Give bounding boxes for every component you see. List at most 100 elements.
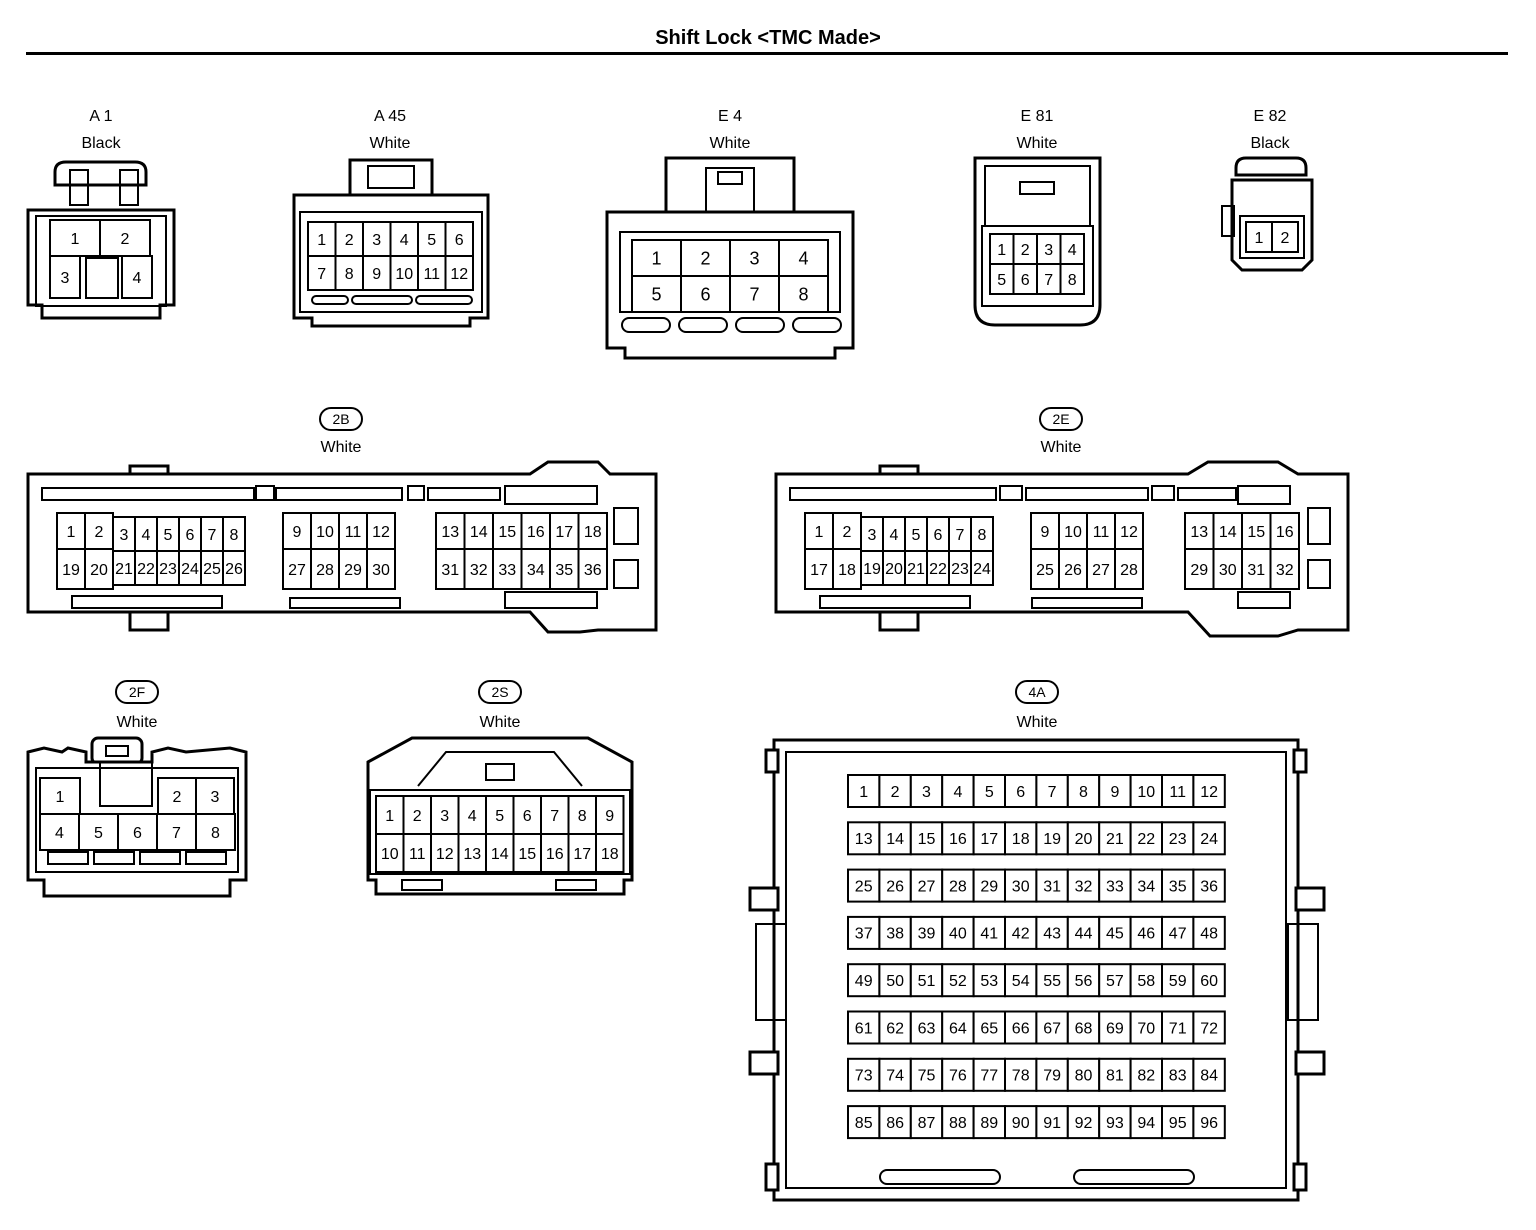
pin-cell: 18 (1004, 821, 1038, 856)
pin-cell: 41 (972, 915, 1006, 950)
rib (427, 487, 501, 501)
pin-number: 7 (550, 808, 559, 825)
pin-cell: 3 (860, 516, 884, 552)
pin-box (463, 548, 494, 590)
pin-box (1098, 1010, 1132, 1045)
pin-number: 1 (651, 248, 661, 268)
pin-number: 56 (1075, 973, 1093, 990)
pin-cell: 29 (972, 868, 1006, 903)
pin-cell: 19 (860, 550, 884, 586)
pin-number: 11 (345, 524, 362, 541)
pin-cell: 1 (1245, 221, 1273, 253)
pin-number: 62 (886, 1020, 904, 1037)
pin-box (375, 795, 405, 835)
pin-number: 6 (934, 527, 943, 544)
pin-cell: 95 (1161, 1105, 1195, 1140)
pin-number: 11 (409, 846, 426, 863)
pin-number: 31 (441, 562, 459, 579)
pin-box (847, 1057, 881, 1092)
pin-number: 92 (1075, 1115, 1093, 1132)
pin-number: 1 (815, 524, 824, 541)
pin-cell: 39 (909, 915, 944, 950)
pin-number: 26 (1064, 562, 1082, 579)
pin-cell: 66 (1004, 1010, 1038, 1045)
pin-number: 18 (584, 524, 602, 541)
latch (119, 169, 139, 206)
pin-cell: 82 (1129, 1057, 1163, 1092)
pin-cell: 56 (1066, 963, 1101, 998)
pin-box (1271, 221, 1299, 253)
pin-cell: 16 (540, 833, 570, 873)
pin-cell: 5 (417, 221, 447, 257)
pin-number: 18 (1012, 831, 1030, 848)
connector-color: White (1041, 439, 1082, 456)
pin-cell: 36 (577, 548, 608, 590)
pin-number: 1 (997, 242, 1006, 259)
pin-number: 26 (886, 878, 904, 895)
pin-number: 17 (573, 846, 591, 863)
pin-number: 6 (455, 232, 464, 249)
pin-cell: 55 (1035, 963, 1069, 998)
pin-number: 6 (133, 825, 142, 842)
pin-box (577, 512, 608, 550)
pin-number: 11 (1093, 524, 1110, 541)
pin-cell: 1 (847, 774, 881, 808)
inner-frame (35, 767, 239, 873)
connector-color: White (1017, 714, 1058, 731)
pin-cell: 63 (909, 1010, 944, 1045)
pin-box (1161, 1105, 1195, 1140)
pin-box (49, 255, 81, 299)
pin-box (1066, 963, 1101, 998)
connector-code: 2B (332, 411, 349, 427)
pin-box (1035, 1057, 1069, 1092)
rib (185, 851, 227, 865)
pin-number: 28 (316, 562, 334, 579)
pin-box (195, 777, 235, 815)
pin-box (117, 813, 158, 851)
pin-number: 86 (886, 1115, 904, 1132)
side-tab (1294, 1050, 1326, 1076)
pin-cell: 6 (444, 221, 474, 257)
pin-cell: 17 (567, 833, 597, 873)
pin-cell: 52 (941, 963, 975, 998)
pin-number: 64 (949, 1020, 967, 1037)
pin-box (909, 963, 944, 998)
pin-number: 23 (951, 561, 969, 578)
pin-cell: 21 (904, 550, 928, 586)
pin-cell: 45 (1098, 915, 1132, 950)
pin-cell: 22 (926, 550, 950, 586)
pin-cell: 7 (729, 275, 780, 313)
connector-code-badge (1015, 680, 1059, 704)
pin-cell: 2 (1012, 233, 1038, 265)
pin-number: 7 (1044, 272, 1053, 289)
pin-box (549, 548, 580, 590)
pin-box (1269, 548, 1300, 590)
pin-cell: 23 (156, 550, 180, 586)
pin-number: 2 (700, 248, 710, 268)
connector-code: 4A (1028, 684, 1046, 700)
pin-box (457, 795, 487, 835)
rib (47, 851, 89, 865)
pin-cell: 94 (1129, 1105, 1163, 1140)
pin-number: 15 (918, 831, 936, 848)
pin-number: 3 (749, 248, 759, 268)
pin-number: 48 (1200, 926, 1218, 943)
pin-cell: 49 (847, 963, 881, 998)
pin-number: 7 (317, 266, 326, 283)
pin-cell: 38 (878, 915, 912, 950)
pin-cell: 16 (941, 821, 975, 856)
pin-number: 34 (1137, 878, 1155, 895)
pin-number: 27 (288, 562, 306, 579)
rib (1237, 485, 1291, 505)
pin-number: 26 (225, 561, 243, 578)
pin-number: 5 (427, 232, 436, 249)
pin-number: 59 (1169, 973, 1187, 990)
pin-cell: 4 (39, 813, 80, 851)
pin-number: 1 (56, 789, 65, 806)
pin-box (1241, 548, 1272, 590)
pin-cell: 19 (56, 548, 86, 590)
pin-cell: 50 (878, 963, 912, 998)
